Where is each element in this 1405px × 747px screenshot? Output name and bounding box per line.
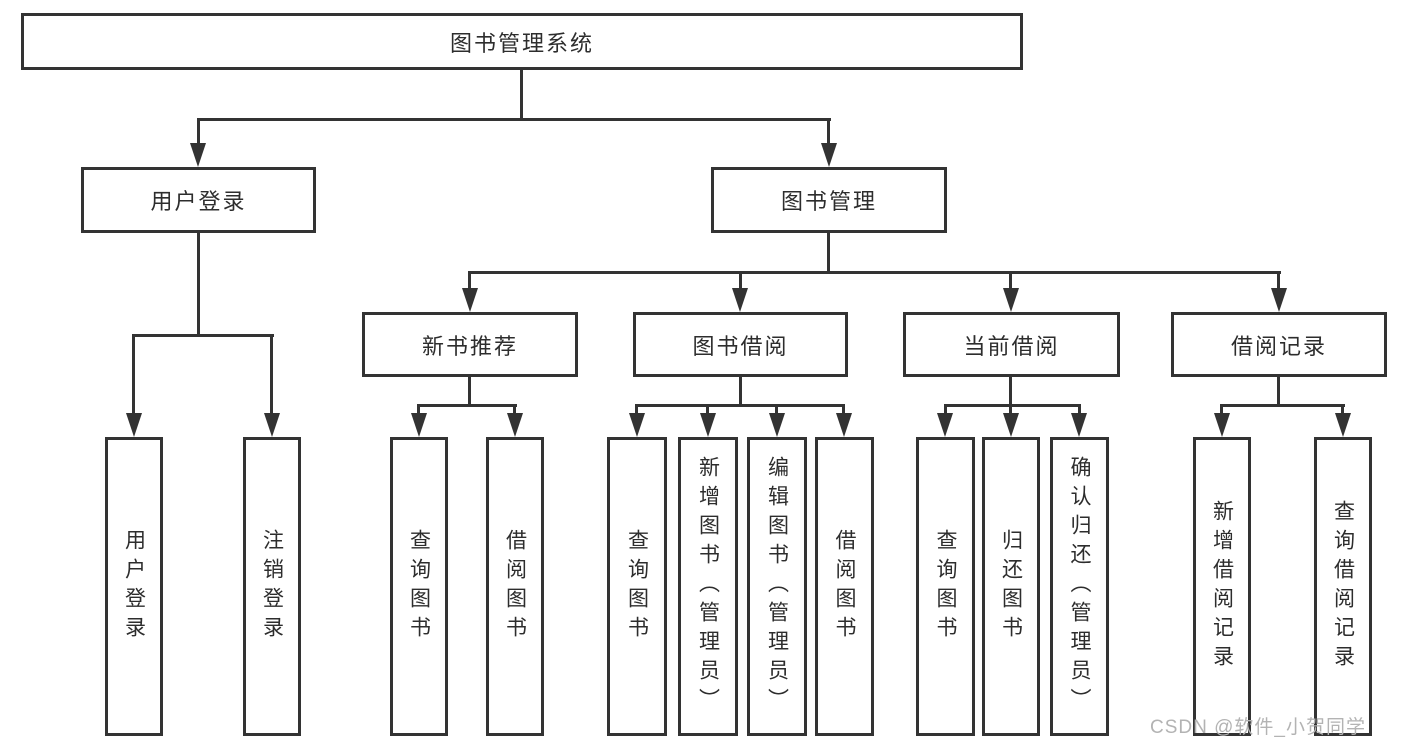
connector-line [520, 70, 523, 120]
connector-line [842, 404, 845, 416]
arrowhead-down-icon [507, 413, 523, 437]
connector-line [1277, 377, 1280, 406]
leaf-confirm-return-admin: 确认归还（管理员） [1050, 437, 1109, 736]
connector-line [827, 233, 830, 274]
connector-line [739, 271, 742, 291]
leaf-user-login: 用户登录 [105, 437, 163, 736]
node-book-borrowing: 图书借阅 [633, 312, 848, 377]
connector-line [1009, 404, 1012, 416]
arrowhead-down-icon [1003, 288, 1019, 312]
arrowhead-down-icon [1071, 413, 1087, 437]
arrowhead-down-icon [462, 288, 478, 312]
connector-line [635, 404, 638, 416]
connector-line [1277, 271, 1280, 291]
arrowhead-down-icon [411, 413, 427, 437]
connector-line [270, 334, 273, 416]
leaf-label: 查询图书 [407, 528, 431, 645]
connector-line [1078, 404, 1081, 416]
leaf-label: 新增借阅记录 [1210, 499, 1234, 674]
connector-line [739, 377, 742, 406]
arrowhead-down-icon [629, 413, 645, 437]
leaf-label: 归还图书 [999, 528, 1023, 645]
connector-line [197, 118, 831, 121]
arrowhead-down-icon [700, 413, 716, 437]
node-new-book-recommendation: 新书推荐 [362, 312, 578, 377]
leaf-label: 编辑图书（管理员） [765, 456, 789, 717]
connector-line [468, 271, 1281, 274]
leaf-label: 用户登录 [122, 528, 146, 645]
arrowhead-down-icon [1003, 413, 1019, 437]
leaf-logout: 注销登录 [243, 437, 301, 736]
arrowhead-down-icon [264, 413, 280, 437]
leaf-return-books: 归还图书 [982, 437, 1040, 736]
connector-line [132, 334, 135, 416]
connector-line [1009, 377, 1012, 406]
node-user-login: 用户登录 [81, 167, 316, 233]
connector-line [468, 271, 471, 291]
connector-line [513, 404, 516, 416]
arrowhead-down-icon [1335, 413, 1351, 437]
connector-line [1341, 404, 1344, 416]
leaf-query-books-recommend: 查询图书 [390, 437, 448, 736]
connector-line [468, 377, 471, 406]
leaf-query-borrow-record: 查询借阅记录 [1314, 437, 1372, 736]
leaf-label: 查询借阅记录 [1331, 499, 1355, 674]
connector-line [706, 404, 709, 416]
connector-line [417, 404, 420, 416]
watermark-text: CSDN @软件_小贺同学 [1150, 717, 1366, 738]
connector-line [944, 404, 1081, 407]
leaf-label: 注销登录 [260, 528, 284, 645]
arrowhead-down-icon [836, 413, 852, 437]
node-root-library-management-system: 图书管理系统 [21, 13, 1023, 70]
leaf-label: 借阅图书 [833, 528, 856, 645]
connector-line [635, 404, 845, 407]
leaf-label: 查询图书 [625, 528, 649, 645]
connector-line [417, 404, 517, 407]
leaf-borrow-books-borrowing: 借阅图书 [815, 437, 874, 736]
leaf-add-borrow-record: 新增借阅记录 [1193, 437, 1251, 736]
leaf-query-books-current: 查询图书 [916, 437, 975, 736]
arrowhead-down-icon [732, 288, 748, 312]
node-book-management: 图书管理 [711, 167, 947, 233]
arrowhead-down-icon [190, 143, 206, 167]
connector-line [197, 233, 200, 337]
arrowhead-down-icon [126, 413, 142, 437]
connector-line [775, 404, 778, 416]
arrowhead-down-icon [769, 413, 785, 437]
leaf-query-books-borrowing: 查询图书 [607, 437, 667, 736]
connector-line [827, 118, 830, 146]
connector-line [1220, 404, 1345, 407]
connector-line [197, 118, 200, 146]
leaf-label: 确认归还（管理员） [1068, 456, 1091, 717]
leaf-add-books-admin: 新增图书（管理员） [678, 437, 738, 736]
connector-line [1009, 271, 1012, 291]
node-borrowing-records: 借阅记录 [1171, 312, 1387, 377]
leaf-label: 新增图书（管理员） [696, 456, 720, 717]
leaf-edit-books-admin: 编辑图书（管理员） [747, 437, 807, 736]
leaf-label: 查询图书 [934, 528, 957, 645]
arrowhead-down-icon [1214, 413, 1230, 437]
arrowhead-down-icon [1271, 288, 1287, 312]
arrowhead-down-icon [937, 413, 953, 437]
node-current-borrowing: 当前借阅 [903, 312, 1120, 377]
connector-line [132, 334, 274, 337]
leaf-label: 借阅图书 [503, 528, 527, 645]
arrowhead-down-icon [821, 143, 837, 167]
leaf-borrow-books-recommend: 借阅图书 [486, 437, 544, 736]
connector-line [944, 404, 947, 416]
connector-line [1220, 404, 1223, 416]
